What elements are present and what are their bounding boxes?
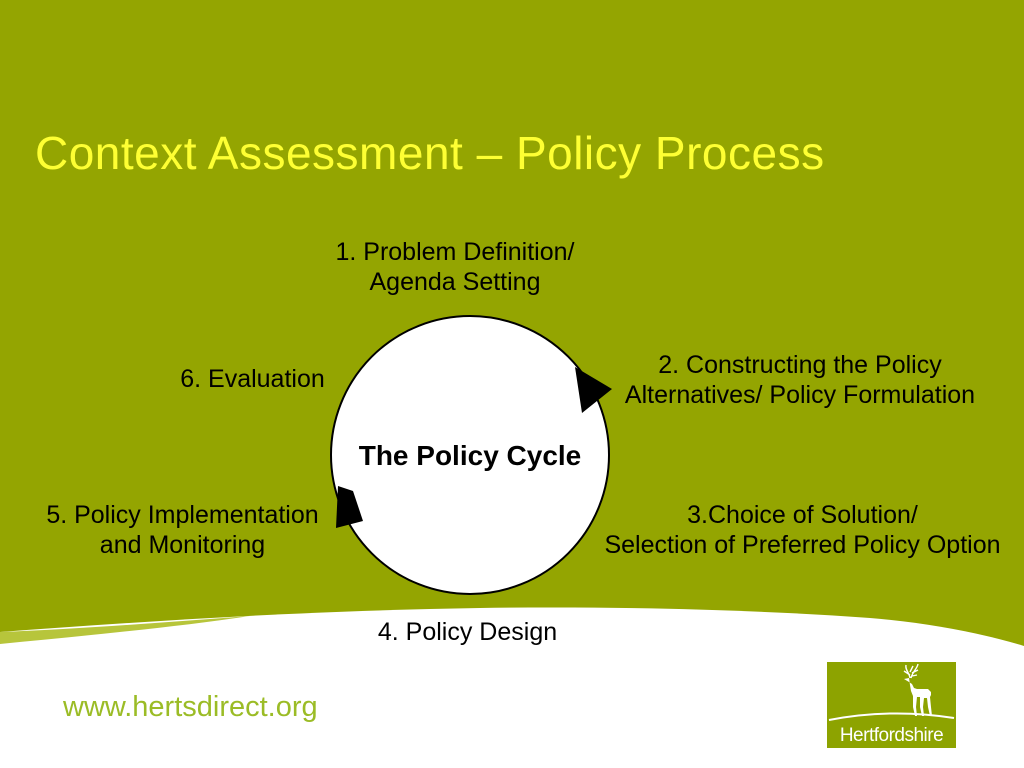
cycle-center-label: The Policy Cycle	[358, 440, 582, 471]
page-title: Context Assessment – Policy Process	[35, 127, 825, 179]
stag-icon	[828, 663, 955, 721]
stage-label-choice-of-solution: 3.Choice of Solution/ Selection of Prefe…	[604, 501, 1001, 559]
stage-label-problem-definition: 1. Problem Definition/ Agenda Setting	[335, 238, 575, 296]
stage-label-policy-formulation: 2. Constructing the Policy Alternatives/…	[624, 351, 976, 409]
bottom-wave	[0, 607, 1024, 768]
footer-url: www.hertsdirect.org	[63, 691, 318, 723]
logo-hill-line	[828, 712, 955, 721]
bottom-wave-shape	[0, 607, 1024, 768]
cycle-circle	[330, 315, 610, 595]
cycle-arrow-bottom-left-icon	[336, 486, 363, 528]
stage-label-evaluation: 6. Evaluation	[180, 365, 325, 393]
bottom-wave-accent	[0, 616, 250, 644]
stage-label-implementation-monitoring: 5. Policy Implementation and Monitoring	[46, 501, 319, 559]
stage-label-policy-design: 4. Policy Design	[377, 618, 558, 646]
cycle-arrow-top-right-icon	[575, 367, 612, 413]
logo-wordmark: Hertfordshire	[839, 725, 944, 746]
hertfordshire-logo: Hertfordshire	[827, 662, 956, 748]
policy-cycle-diagram	[330, 315, 612, 595]
